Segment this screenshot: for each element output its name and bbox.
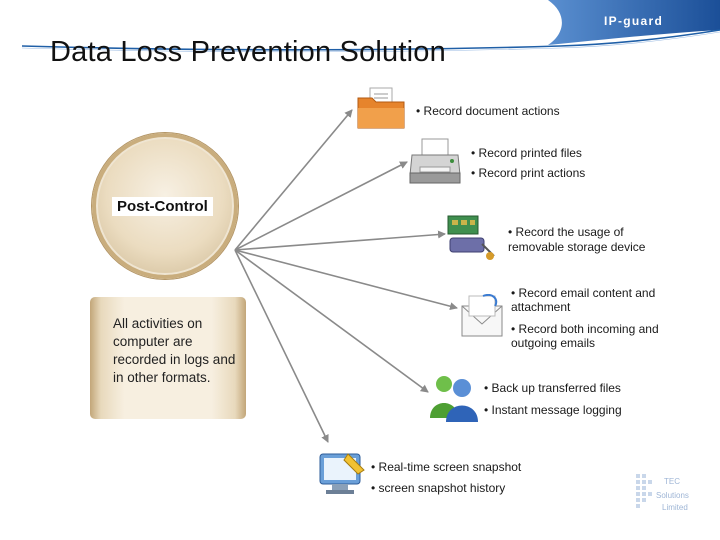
- post-control-label: Post-Control: [112, 197, 213, 216]
- arrow-to-storage: [234, 230, 446, 251]
- feature-email-attachment: attachment: [511, 300, 571, 314]
- feature-print-actions: • Record print actions: [471, 166, 586, 180]
- feature-email-incoming-outgoing: • Record both incoming and: [511, 322, 659, 336]
- feature-email-outgoing: outgoing emails: [511, 336, 596, 350]
- header-swoosh: [21, 0, 720, 53]
- feature-document-actions: • Record document actions: [416, 104, 560, 118]
- brand-logo-text: IP-guard: [604, 14, 664, 28]
- description-panel: [90, 297, 246, 419]
- email-envelope-icon: [461, 294, 503, 337]
- feature-instant-message-logging: • Instant message logging: [484, 403, 622, 417]
- arrow-to-document: [234, 109, 353, 251]
- company-watermark-logo: TEC Solutions Limited: [636, 474, 689, 512]
- printer-icon: [409, 138, 461, 184]
- feature-storage-usage: • Record the usage of: [508, 225, 624, 239]
- feature-email-content: • Record email content and: [511, 286, 656, 300]
- arrow-to-email: [234, 249, 458, 311]
- feature-storage-device: removable storage device: [508, 240, 646, 254]
- description-text: All activities on computer are recorded …: [113, 316, 236, 385]
- feature-screen-snapshot-history: • screen snapshot history: [371, 481, 506, 495]
- feature-printed-files: • Record printed files: [471, 146, 582, 160]
- folder-icon: [357, 87, 405, 129]
- watermark-line1: TEC: [664, 477, 680, 486]
- arrow-to-im: [234, 249, 429, 393]
- arrow-to-screen: [234, 249, 329, 443]
- feature-realtime-screen-snapshot: • Real-time screen snapshot: [371, 460, 522, 474]
- feature-backup-transferred-files: • Back up transferred files: [484, 381, 621, 395]
- storage-device-icon: [447, 215, 495, 260]
- slide-title: Data Loss Prevention Solution: [50, 36, 446, 68]
- watermark-line3: Limited: [662, 503, 688, 512]
- watermark-line2: Solutions: [656, 491, 689, 500]
- arrow-to-printer: [234, 161, 408, 251]
- screen-snapshot-icon: [319, 453, 365, 494]
- messenger-users-icon: [430, 376, 478, 422]
